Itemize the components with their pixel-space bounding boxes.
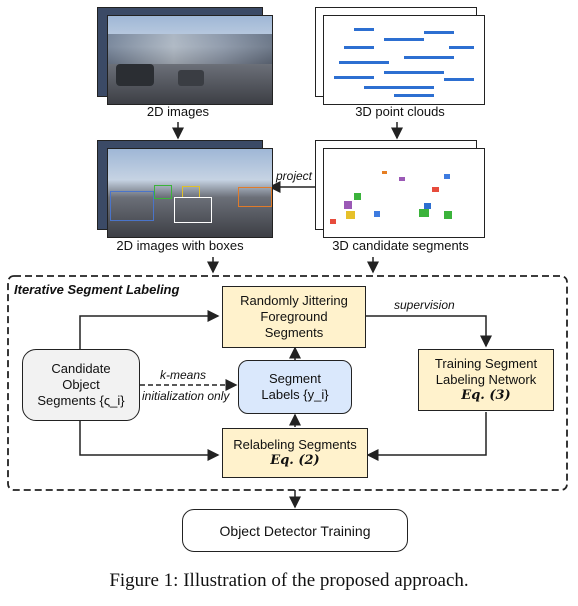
arrow-candidate-jitter bbox=[79, 310, 220, 349]
arrow-candidate-relabel bbox=[79, 420, 220, 461]
relabel-line: Relabeling Segments bbox=[233, 437, 357, 452]
candidate-box: Candidate Object Segments {ς_i} bbox=[22, 349, 140, 421]
segments-label: 3D candidate segments bbox=[332, 238, 469, 253]
points-stack bbox=[315, 7, 485, 105]
figure-caption: Figure 1: Illustration of the proposed a… bbox=[109, 570, 469, 591]
segments-stack bbox=[315, 140, 485, 238]
labels-line-1: Segment bbox=[268, 371, 322, 386]
relabel-eq: Eq. (2) bbox=[270, 453, 320, 468]
box-blue bbox=[110, 191, 154, 221]
jitter-box: Randomly Jittering Foreground Segments bbox=[222, 286, 366, 348]
jitter-line-1: Randomly Jittering bbox=[240, 293, 348, 308]
loop-border bbox=[7, 275, 568, 491]
loop-title: Iterative Segment Labeling bbox=[14, 282, 180, 297]
points-label: 3D point clouds bbox=[355, 104, 445, 119]
training-line-1: Training Segment bbox=[434, 356, 538, 371]
jitter-line-3: Segments bbox=[264, 325, 324, 340]
detector-box: Object Detector Training bbox=[182, 509, 408, 552]
points-front bbox=[323, 15, 485, 105]
candidate-line-3: Segments {ς_i} bbox=[37, 393, 125, 408]
boxes-stack bbox=[93, 140, 273, 238]
training-line-2: Labeling Network bbox=[435, 372, 537, 387]
supervision-label: supervision bbox=[394, 298, 455, 312]
segments-graphic bbox=[330, 171, 452, 224]
relabel-box: Relabeling Segments Eq. (2) bbox=[222, 428, 368, 478]
street-buildings bbox=[108, 34, 272, 64]
box-green bbox=[154, 185, 172, 199]
training-eq: Eq. (3) bbox=[461, 388, 511, 403]
project-label: project bbox=[275, 169, 313, 183]
candidate-line-1: Candidate bbox=[51, 361, 111, 376]
box-orange bbox=[238, 187, 272, 207]
images-boxes-label: 2D images with boxes bbox=[116, 238, 244, 253]
init-only-label: initialization only bbox=[142, 389, 230, 403]
labels-box: Segment Labels {y_i} bbox=[238, 360, 352, 414]
images-label: 2D images bbox=[146, 104, 210, 119]
kmeans-label: k-means bbox=[160, 368, 207, 382]
car-center bbox=[178, 70, 204, 86]
images-stack bbox=[93, 7, 273, 105]
boxes-front bbox=[107, 148, 273, 238]
image-front bbox=[107, 15, 273, 105]
labels-line-2: Labels {y_i} bbox=[261, 387, 329, 402]
segments-front bbox=[323, 148, 485, 238]
jitter-line-2: Foreground bbox=[260, 309, 328, 324]
box-white bbox=[174, 197, 212, 223]
arrow-supervision bbox=[366, 315, 492, 348]
car-left bbox=[116, 64, 154, 86]
detector-label: Object Detector Training bbox=[219, 522, 371, 539]
candidate-line-2: Object bbox=[62, 377, 100, 392]
training-box: Training Segment Labeling Network Eq. (3… bbox=[418, 349, 554, 411]
point-cloud-graphic bbox=[334, 28, 474, 97]
arrow-training-relabel bbox=[366, 412, 487, 461]
